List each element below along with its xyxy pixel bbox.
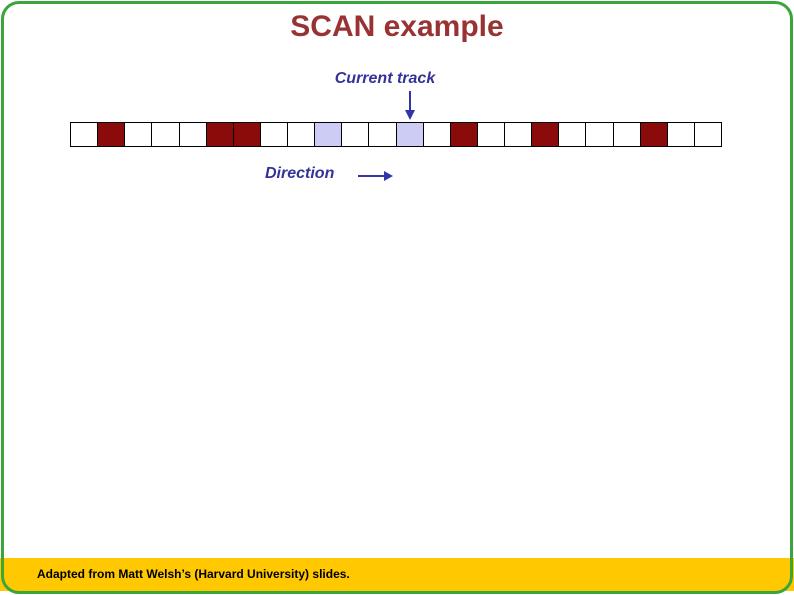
track-cell-request bbox=[531, 122, 560, 147]
track-cell-empty bbox=[341, 122, 370, 147]
track-cell-request bbox=[232, 122, 261, 147]
track-cell-empty bbox=[287, 122, 316, 147]
track-cell-empty bbox=[504, 122, 533, 147]
right-arrow-icon bbox=[358, 171, 393, 181]
direction-label: Direction bbox=[265, 165, 335, 182]
track-cell-request bbox=[449, 122, 478, 147]
track-cell-highlight bbox=[314, 122, 343, 147]
track-cell-request bbox=[205, 122, 234, 147]
footer-credit: Adapted from Matt Welsh’s (Harvard Unive… bbox=[37, 567, 350, 581]
down-arrow-icon bbox=[404, 91, 415, 120]
slide-title: SCAN example bbox=[290, 10, 504, 43]
track-cell-empty bbox=[612, 122, 641, 147]
disk-track bbox=[70, 122, 722, 147]
track-cell-empty bbox=[666, 122, 695, 147]
track-cell-empty bbox=[259, 122, 288, 147]
track-cell-empty bbox=[422, 122, 451, 147]
track-cell-empty bbox=[585, 122, 614, 147]
track-cell-request bbox=[97, 122, 126, 147]
track-cell-empty bbox=[70, 122, 99, 147]
track-cell-empty bbox=[693, 122, 722, 147]
track-cell-empty bbox=[124, 122, 153, 147]
current-track-label: Current track bbox=[334, 70, 436, 87]
track-cell-highlight bbox=[395, 122, 424, 147]
track-cell-empty bbox=[558, 122, 587, 147]
track-cell-empty bbox=[476, 122, 505, 147]
track-cell-empty bbox=[178, 122, 207, 147]
footer-bar: Adapted from Matt Welsh’s (Harvard Unive… bbox=[0, 558, 794, 591]
track-cell-request bbox=[639, 122, 668, 147]
track-cell-empty bbox=[368, 122, 397, 147]
track-cell-empty bbox=[151, 122, 180, 147]
